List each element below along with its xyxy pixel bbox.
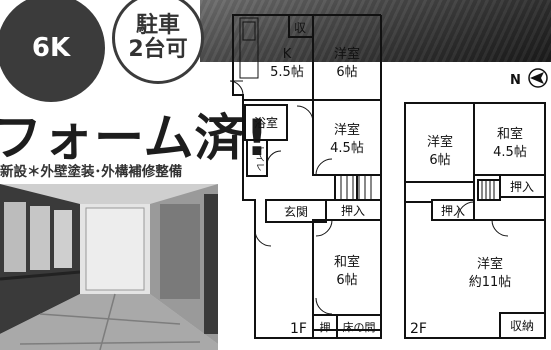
floor-plan: N 収 K 5.5帖 洋室 6帖 浴室 洋室 4.5帖 トイレ 玄関 押入 和室… bbox=[230, 14, 548, 339]
western1-size: 6帖 bbox=[336, 65, 357, 80]
floor2-western1-name: 洋室 bbox=[427, 134, 453, 150]
layout-badge-text: 6K bbox=[31, 33, 71, 63]
toilet-label: トイレ bbox=[254, 144, 264, 171]
door-swing bbox=[230, 80, 244, 96]
western2-name: 洋室 bbox=[334, 122, 360, 138]
floor2-japanese-name: 和室 bbox=[497, 126, 523, 142]
bath-label: 浴室 bbox=[254, 115, 278, 130]
entrance-label: 玄関 bbox=[284, 204, 308, 219]
stair-treads bbox=[481, 180, 495, 200]
floor2-western2-name: 洋室 bbox=[477, 256, 503, 272]
storage-box bbox=[288, 14, 314, 38]
compass-label: N bbox=[510, 73, 521, 88]
door-swing bbox=[315, 297, 333, 315]
floor2-label: 2F bbox=[410, 321, 427, 337]
interior-photo bbox=[0, 184, 218, 350]
stairs-2f bbox=[477, 179, 501, 201]
door-swing bbox=[254, 229, 272, 247]
japanese-name: 和室 bbox=[334, 254, 360, 270]
door-swing bbox=[457, 201, 475, 219]
interior-photo-illustration bbox=[0, 184, 218, 350]
stair-treads bbox=[340, 175, 372, 200]
parking-badge: 駐車 2台可 bbox=[112, 0, 204, 84]
door-swing bbox=[315, 158, 333, 176]
tokonoma bbox=[336, 314, 382, 339]
floor2-storage-label: 収納 bbox=[510, 319, 534, 333]
parking-badge-line2: 2台可 bbox=[128, 37, 188, 62]
floor2-western1-size: 6帖 bbox=[429, 153, 450, 168]
floor1-label: 1F bbox=[290, 321, 307, 337]
door-swing bbox=[266, 150, 282, 166]
compass: N bbox=[510, 68, 548, 88]
kitchen-size: 5.5帖 bbox=[270, 65, 304, 80]
kitchen-name: K bbox=[283, 47, 292, 62]
renovation-subline: 新設＊外壁塗装･外構補修整備 bbox=[0, 164, 183, 180]
western2-size: 4.5帖 bbox=[330, 141, 364, 156]
storage-2f bbox=[499, 312, 546, 339]
parking-badge-line1: 駐車 bbox=[135, 13, 180, 38]
toilet-room bbox=[246, 139, 268, 177]
floor2-western2-size: 約11帖 bbox=[469, 275, 512, 290]
sink-icon bbox=[242, 21, 256, 41]
tokonoma-label: 床の間 bbox=[343, 320, 376, 334]
storage-label: 収 bbox=[294, 21, 306, 35]
layout-badge: 6K bbox=[0, 0, 105, 102]
western1-name: 洋室 bbox=[334, 46, 360, 62]
door-swing bbox=[491, 219, 509, 237]
floor2-closet1-label: 押入 bbox=[441, 204, 465, 218]
door-swing bbox=[296, 105, 314, 123]
headline: フォーム済! bbox=[0, 109, 270, 167]
japanese-size: 6帖 bbox=[336, 273, 357, 288]
closet1-label: 押入 bbox=[341, 204, 365, 218]
kitchen-counter bbox=[239, 17, 259, 79]
closet2-label: 押 bbox=[320, 320, 331, 334]
floor2-closet2-label: 押入 bbox=[510, 180, 534, 194]
closet-2f-a bbox=[431, 199, 475, 221]
floor2-japanese-size: 4.5帖 bbox=[493, 145, 527, 160]
door-swing bbox=[315, 219, 333, 237]
